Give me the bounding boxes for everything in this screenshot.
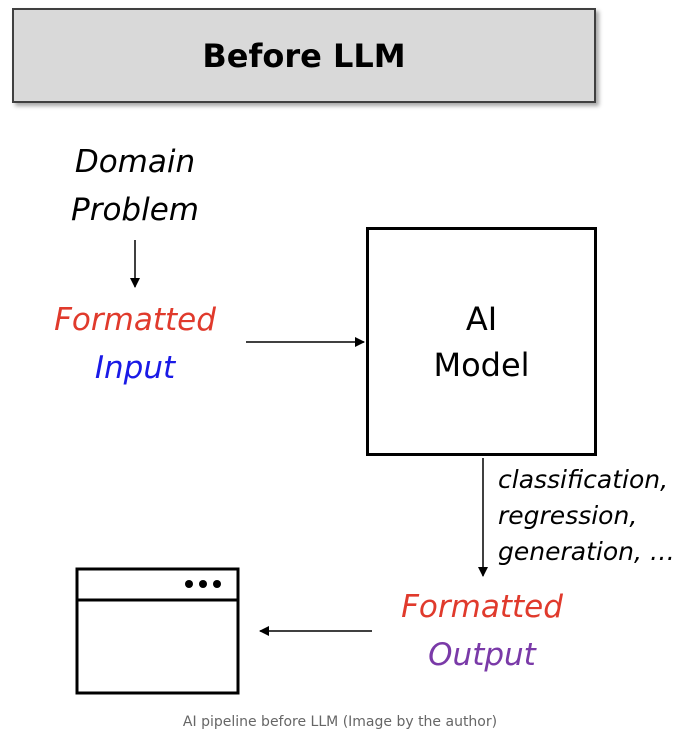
header-box: Before LLM: [12, 8, 596, 103]
formatted-input-label: Formatted Input: [30, 296, 240, 392]
domain-problem-label: Domain Problem: [40, 138, 230, 234]
formatted-input-line2: Input: [94, 350, 176, 386]
header-title: Before LLM: [202, 36, 406, 75]
formatted-output-label: Formatted Output: [382, 583, 582, 679]
figure-caption: AI pipeline before LLM (Image by the aut…: [182, 714, 498, 730]
task-generation: generation, …: [498, 537, 675, 566]
ai-model-box: AI Model: [366, 227, 597, 456]
domain-problem-line2: Problem: [71, 192, 199, 228]
task-regression: regression,: [498, 501, 638, 530]
task-classification: classification,: [498, 465, 669, 494]
formatted-output-line1: Formatted: [401, 589, 563, 625]
browser-window-icon: [75, 567, 240, 695]
more-dots-icon: [185, 580, 221, 588]
formatted-input-line1: Formatted: [54, 302, 216, 338]
domain-problem-line1: Domain: [74, 144, 196, 180]
ai-model-line2: Model: [433, 345, 530, 384]
task-list: classification, regression, generation, …: [498, 462, 678, 570]
ai-model-line1: AI: [465, 299, 498, 338]
formatted-output-line2: Output: [428, 637, 536, 673]
